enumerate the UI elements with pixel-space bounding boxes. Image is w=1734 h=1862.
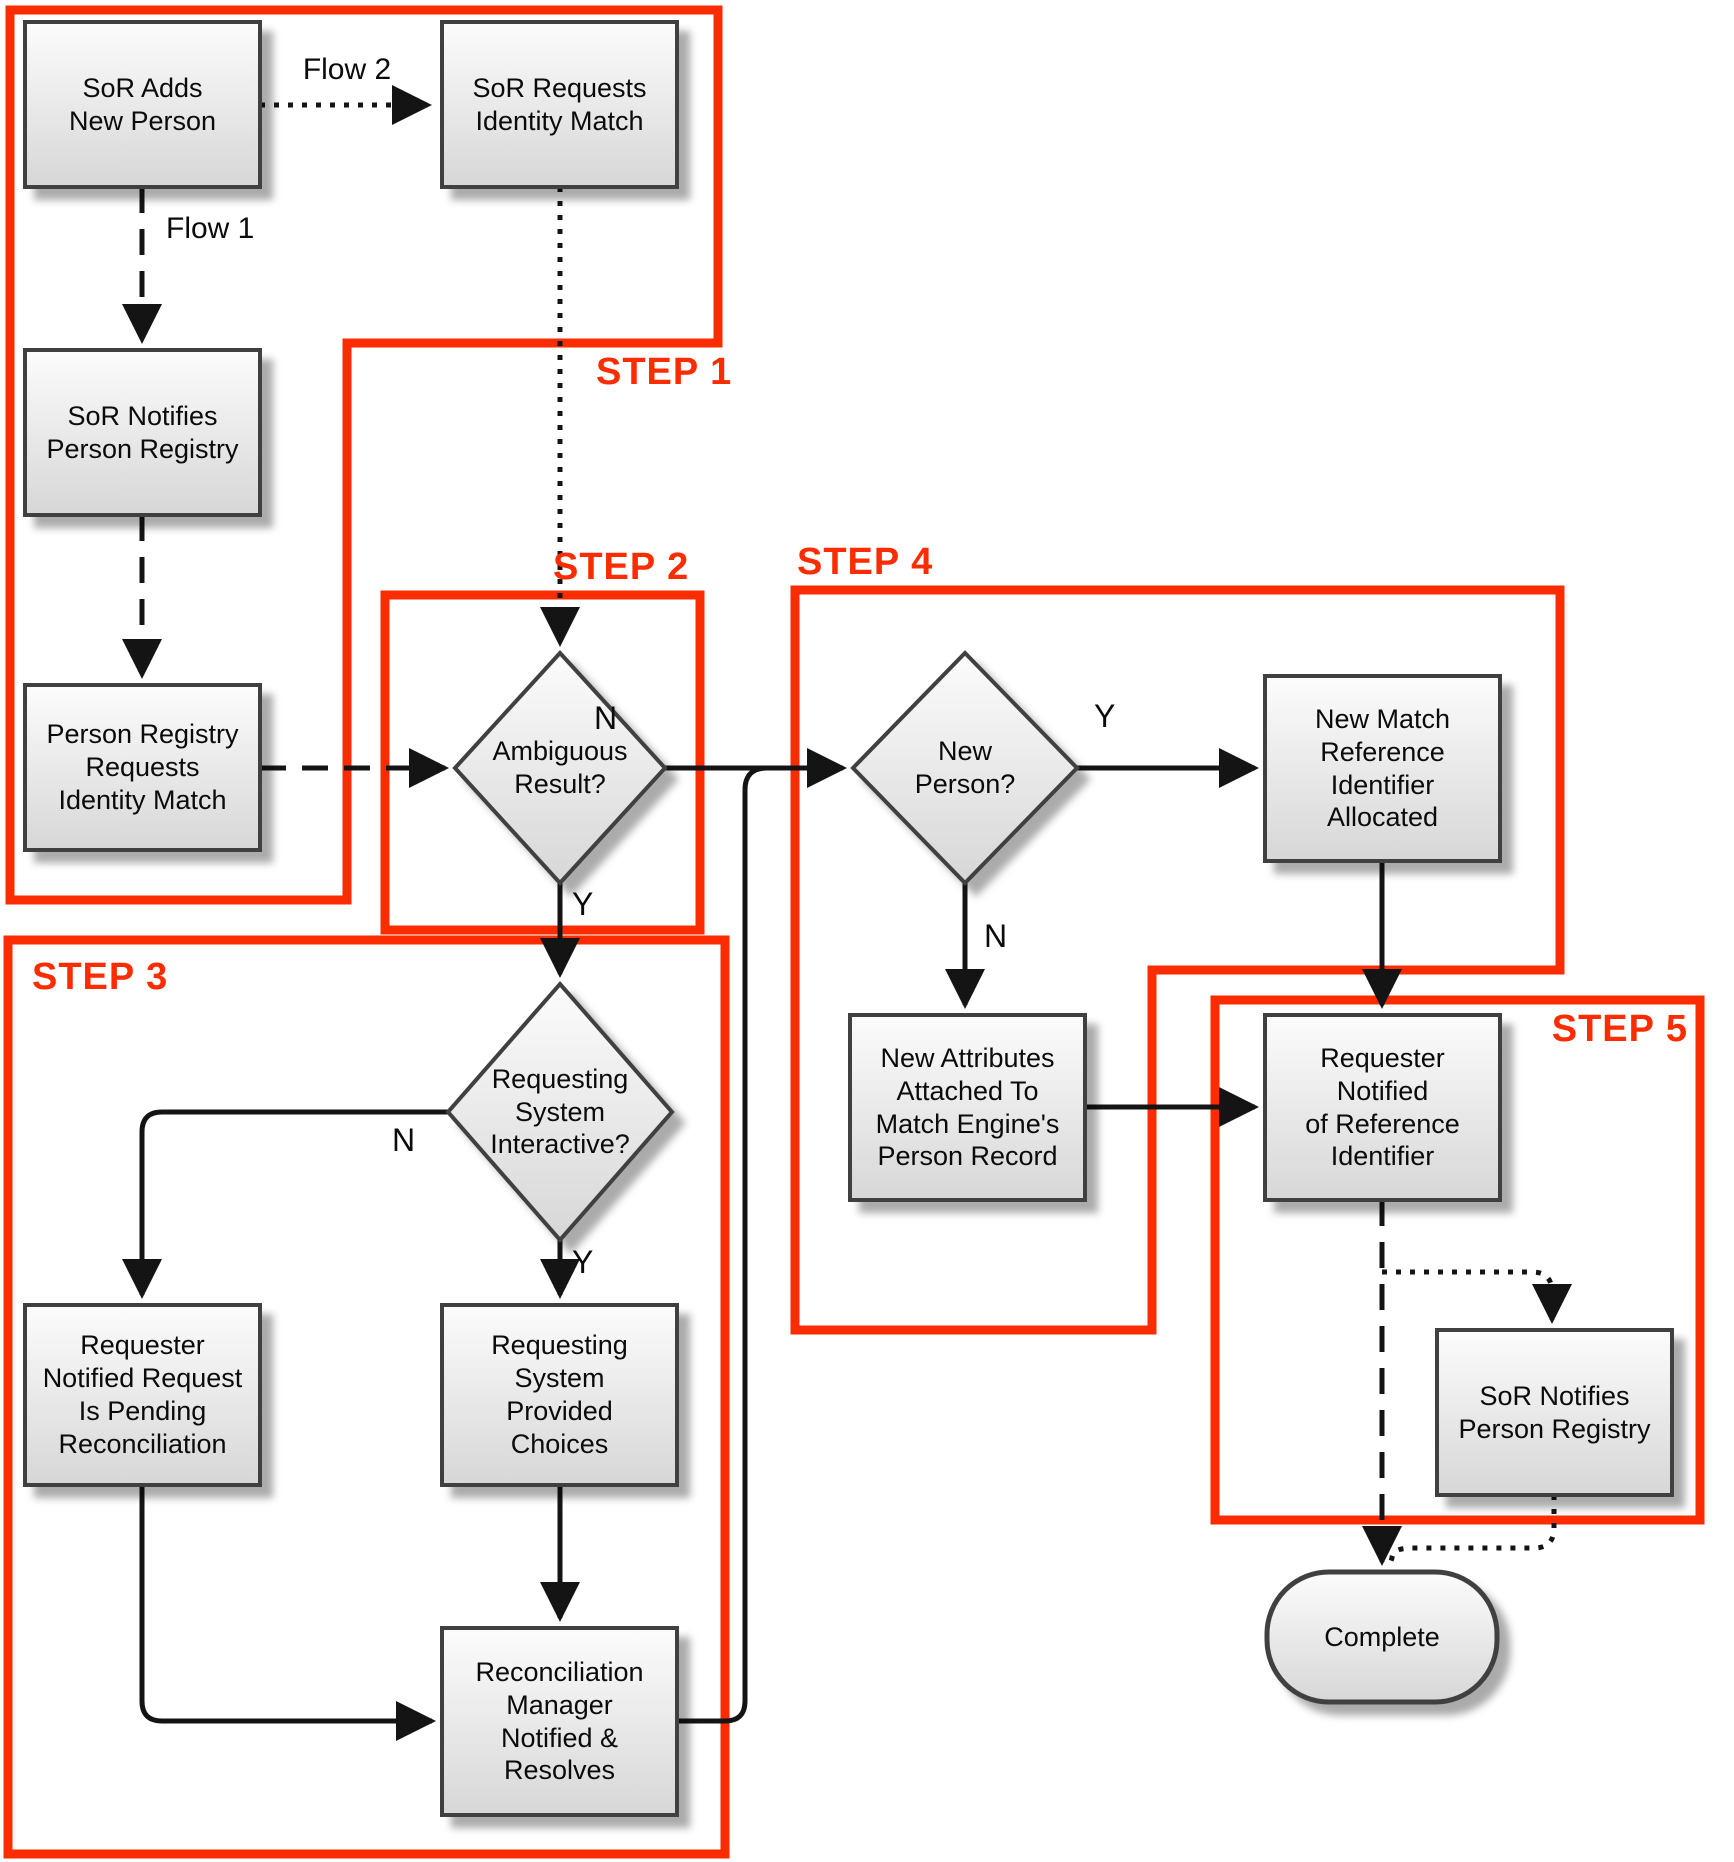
step2-boundary [380,590,705,935]
node-sor-adds-new-person [23,20,262,189]
edge-reconmgr-to-newperson [677,765,806,1724]
new-person-y-label: Y [1094,698,1116,734]
step5-label: STEP 5 [1551,1008,1688,1050]
node-new-attributes [848,1013,1087,1202]
step4-label: STEP 4 [797,541,934,583]
interactive-y-label: Y [572,1244,594,1280]
node-sor-notifies-person-registry-2 [1435,1328,1674,1497]
ambiguous-y-label: Y [572,886,594,922]
step3-label: STEP 3 [32,956,169,998]
node-sor-notifies-person-registry [23,348,262,517]
interactive-n-label: N [392,1122,416,1158]
node-sor-requests-identity-match [440,20,679,189]
edge-sornotifies2-to-complete [1386,1495,1557,1567]
node-requester-notified-pending [23,1303,262,1487]
node-requesting-system-provided-choices [440,1303,679,1487]
step1-boundary [5,5,723,905]
node-ambiguous-result-decision [452,650,668,886]
ambiguous-n-label: N [594,700,618,736]
step2-label: STEP 2 [553,546,690,588]
node-requesting-system-interactive-decision [445,980,675,1244]
step5-boundary [1210,995,1705,1525]
step4-boundary [790,585,1565,1335]
node-new-person-decision [850,650,1080,886]
node-person-registry-requests [23,683,262,852]
node-new-match-reference [1263,674,1502,863]
step3-boundary [3,935,730,1859]
flow2-label: Flow 2 [302,53,392,86]
flow1-label: Flow 1 [166,212,255,245]
edge-branch-to-sornotifies2 [1382,1269,1572,1324]
node-reconciliation-manager [440,1626,679,1817]
node-requester-notified-reference [1263,1013,1502,1202]
edge-interactive-n [122,1109,448,1299]
node-complete-terminator [1264,1569,1500,1705]
edge-pending-to-reconmgr [139,1485,436,1741]
new-person-n-label: N [984,918,1008,954]
step1-label: STEP 1 [596,351,733,393]
